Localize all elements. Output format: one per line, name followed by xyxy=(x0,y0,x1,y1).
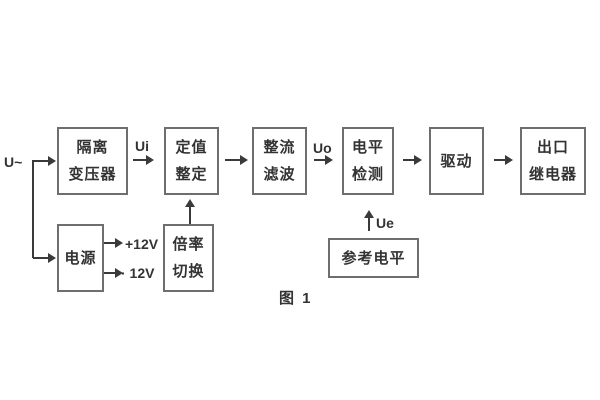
signal-label-plus-12v: +12V xyxy=(125,236,159,252)
block-label: 出口 xyxy=(536,139,569,156)
block-label: 滤波 xyxy=(263,166,296,183)
arrowhead-right-icon xyxy=(115,238,123,248)
arrowhead-right-icon xyxy=(48,156,56,166)
block-output-relay: 出口 继电器 xyxy=(520,127,586,195)
block-label: 切换 xyxy=(172,263,205,280)
block-level-detection: 电平 检测 xyxy=(342,127,394,195)
block-isolation-transformer: 隔离 变压器 xyxy=(57,127,128,195)
connector-power-pos-rail xyxy=(104,242,115,244)
block-setpoint-setting: 定值 整定 xyxy=(164,127,219,195)
connector-setpoint-to-rectifier xyxy=(225,159,240,161)
arrowhead-up-icon xyxy=(364,210,374,218)
block-power-supply: 电源 xyxy=(57,224,104,292)
connector-power-neg-rail xyxy=(104,272,115,274)
arrowhead-right-icon xyxy=(115,268,123,278)
block-label: 电平 xyxy=(351,139,384,156)
connector-input-branch-line xyxy=(32,160,34,258)
block-label: 整定 xyxy=(175,166,208,183)
arrowhead-right-icon xyxy=(48,253,56,263)
signal-label-ui: Ui xyxy=(135,138,149,154)
block-label: 驱动 xyxy=(440,152,473,170)
block-label: 整流 xyxy=(263,139,296,156)
signal-label-minus-12v: · 12V xyxy=(121,265,155,281)
block-label: 定值 xyxy=(175,139,208,156)
connector-input-to-transformer xyxy=(33,160,48,162)
arrowhead-right-icon xyxy=(325,155,333,165)
figure-caption: 图 1 xyxy=(279,290,313,307)
arrowhead-right-icon xyxy=(146,155,154,165)
block-ratio-switch: 倍率 切换 xyxy=(163,224,214,292)
block-label: 隔离 xyxy=(76,139,109,156)
block-rectifier-filter: 整流 滤波 xyxy=(252,127,307,195)
block-reference-level: 参考电平 xyxy=(328,238,419,278)
connector-input-to-power xyxy=(33,257,48,259)
arrowhead-right-icon xyxy=(240,155,248,165)
signal-label-ue: Ue xyxy=(376,215,394,231)
signal-label-input: U~ xyxy=(4,154,23,170)
connector-transformer-to-setpoint xyxy=(133,159,146,161)
block-label: 变压器 xyxy=(68,166,117,183)
arrowhead-up-icon xyxy=(185,199,195,207)
arrowhead-right-icon xyxy=(505,155,513,165)
connector-ratio-to-setpoint xyxy=(189,206,191,224)
block-label: 倍率 xyxy=(172,236,205,253)
block-label: 继电器 xyxy=(528,166,577,183)
signal-label-uo: Uo xyxy=(313,140,332,156)
block-label: 参考电平 xyxy=(341,249,406,267)
arrowhead-right-icon xyxy=(414,155,422,165)
connector-level-to-driver xyxy=(403,159,414,161)
block-label: 电源 xyxy=(64,249,97,267)
connector-driver-to-relay xyxy=(494,159,505,161)
block-driver: 驱动 xyxy=(429,127,484,195)
connector-reference-to-level xyxy=(368,217,370,231)
block-label: 检测 xyxy=(351,166,384,183)
connector-rectifier-to-level xyxy=(314,159,325,161)
